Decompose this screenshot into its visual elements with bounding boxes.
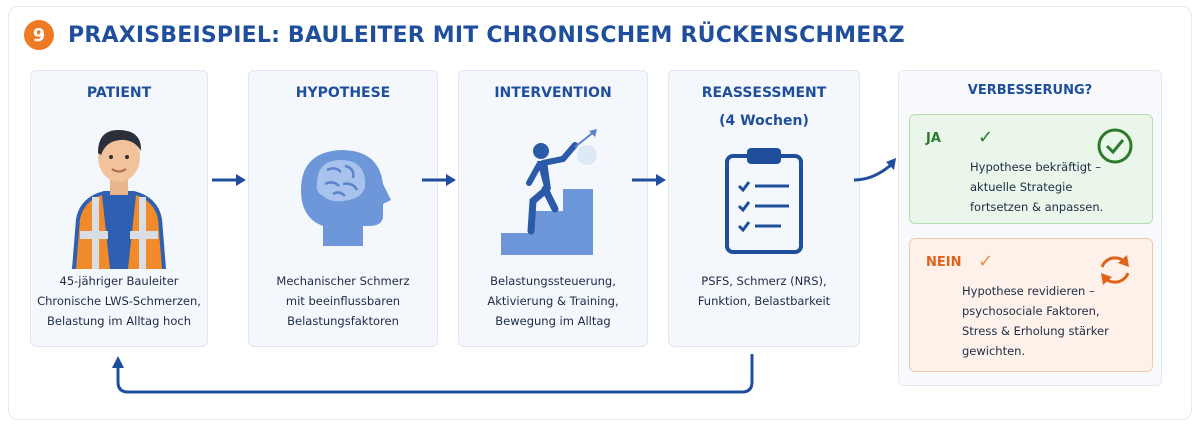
text-line: mit beeinflussbaren xyxy=(285,294,401,308)
text-line: psychosociale Faktoren, xyxy=(962,304,1100,318)
outcome-panel: VERBESSERUNG? JA ✓ Hypothese bekräftigt … xyxy=(898,70,1162,386)
outcome-yes-label: JA xyxy=(926,131,941,146)
arrow-right-icon xyxy=(212,174,246,186)
card-patient: PATIENT 45-jähriger Bauleiter Chronische xyxy=(30,70,208,347)
text-line: fortsetzen & anpassen. xyxy=(970,200,1104,214)
text-line: Stress & Erholung stärker xyxy=(962,324,1109,338)
card-title-patient: PATIENT xyxy=(86,85,152,101)
text-line: aktuelle Strategie xyxy=(970,180,1073,194)
brain-head-icon xyxy=(249,119,437,269)
outcome-no-box: NEIN ✓ Hypothese revidieren – psychosoci… xyxy=(909,238,1153,372)
card-text-patient: 45-jähriger Bauleiter Chronische LWS-Sch… xyxy=(37,271,201,331)
text-line: Aktivierung & Training, xyxy=(487,294,619,308)
header: 9 PRAXISBEISPIEL: BAULEITER MIT CHRONISC… xyxy=(24,18,905,52)
outcome-no-text: Hypothese revidieren – psychosociale Fak… xyxy=(962,281,1109,361)
arrow-curve-icon xyxy=(853,158,896,182)
card-reassessment: REASSESSMENT (4 Wochen) PSFS, Schmerz (N… xyxy=(668,70,860,347)
text-line: Belastungsfaktoren xyxy=(287,314,399,328)
text-line: Chronische LWS-Schmerzen, xyxy=(37,294,201,308)
check-icon: ✓ xyxy=(978,251,994,272)
text-line: Belastungssteuerung, xyxy=(490,274,616,288)
card-title-reassessment: REASSESSMENT xyxy=(701,85,827,101)
outcome-yes-box: JA ✓ Hypothese bekräftigt – aktuelle Str… xyxy=(909,114,1153,224)
outcome-title: VERBESSERUNG? xyxy=(967,83,1093,98)
text-line: Hypothese bekräftigt – xyxy=(970,160,1101,174)
card-title-hypothese: HYPOTHESE xyxy=(295,85,391,101)
card-text-intervention: Belastungssteuerung, Aktivierung & Train… xyxy=(465,271,641,331)
text-line: Bewegung im Alltag xyxy=(495,314,611,328)
check-icon: ✓ xyxy=(978,127,994,148)
text-line: PSFS, Schmerz (NRS), xyxy=(701,274,827,288)
check-circle-icon xyxy=(1097,128,1133,164)
card-title-intervention: INTERVENTION xyxy=(494,85,612,101)
outcome-no-label: NEIN xyxy=(926,255,962,270)
text-line: Hypothese revidieren – xyxy=(962,284,1095,298)
loop-back-arrow-icon xyxy=(112,354,754,394)
refresh-cycle-icon xyxy=(1100,255,1130,285)
card-text-reassessment: PSFS, Schmerz (NRS), Funktion, Belastbar… xyxy=(675,271,853,311)
arrow-right-icon xyxy=(632,174,666,186)
climbing-stairs-icon xyxy=(459,119,647,269)
text-line: Belastung im Alltag hoch xyxy=(47,314,191,328)
text-line: Mechanischer Schmerz xyxy=(276,274,410,288)
text-line: 45-jähriger Bauleiter xyxy=(59,274,179,288)
card-subtitle-reassessment: (4 Wochen) xyxy=(719,113,809,129)
outcome-yes-text: Hypothese bekräftigt – aktuelle Strategi… xyxy=(970,157,1103,217)
step-number-badge: 9 xyxy=(24,20,54,50)
worker-icon xyxy=(31,119,207,269)
text-line: gewichten. xyxy=(962,344,1026,358)
text-line: Funktion, Belastbarkeit xyxy=(697,294,831,308)
card-hypothese: HYPOTHESE Mechanischer Schmerz mit beein… xyxy=(248,70,438,347)
clipboard-checklist-icon xyxy=(669,141,859,261)
card-text-hypothese: Mechanischer Schmerz mit beeinflussbaren… xyxy=(255,271,431,331)
page-title: PRAXISBEISPIEL: BAULEITER MIT CHRONISCHE… xyxy=(68,22,905,48)
card-intervention: INTERVENTION Belastungssteuerung, Aktivi… xyxy=(458,70,648,347)
arrow-right-icon xyxy=(422,174,456,186)
